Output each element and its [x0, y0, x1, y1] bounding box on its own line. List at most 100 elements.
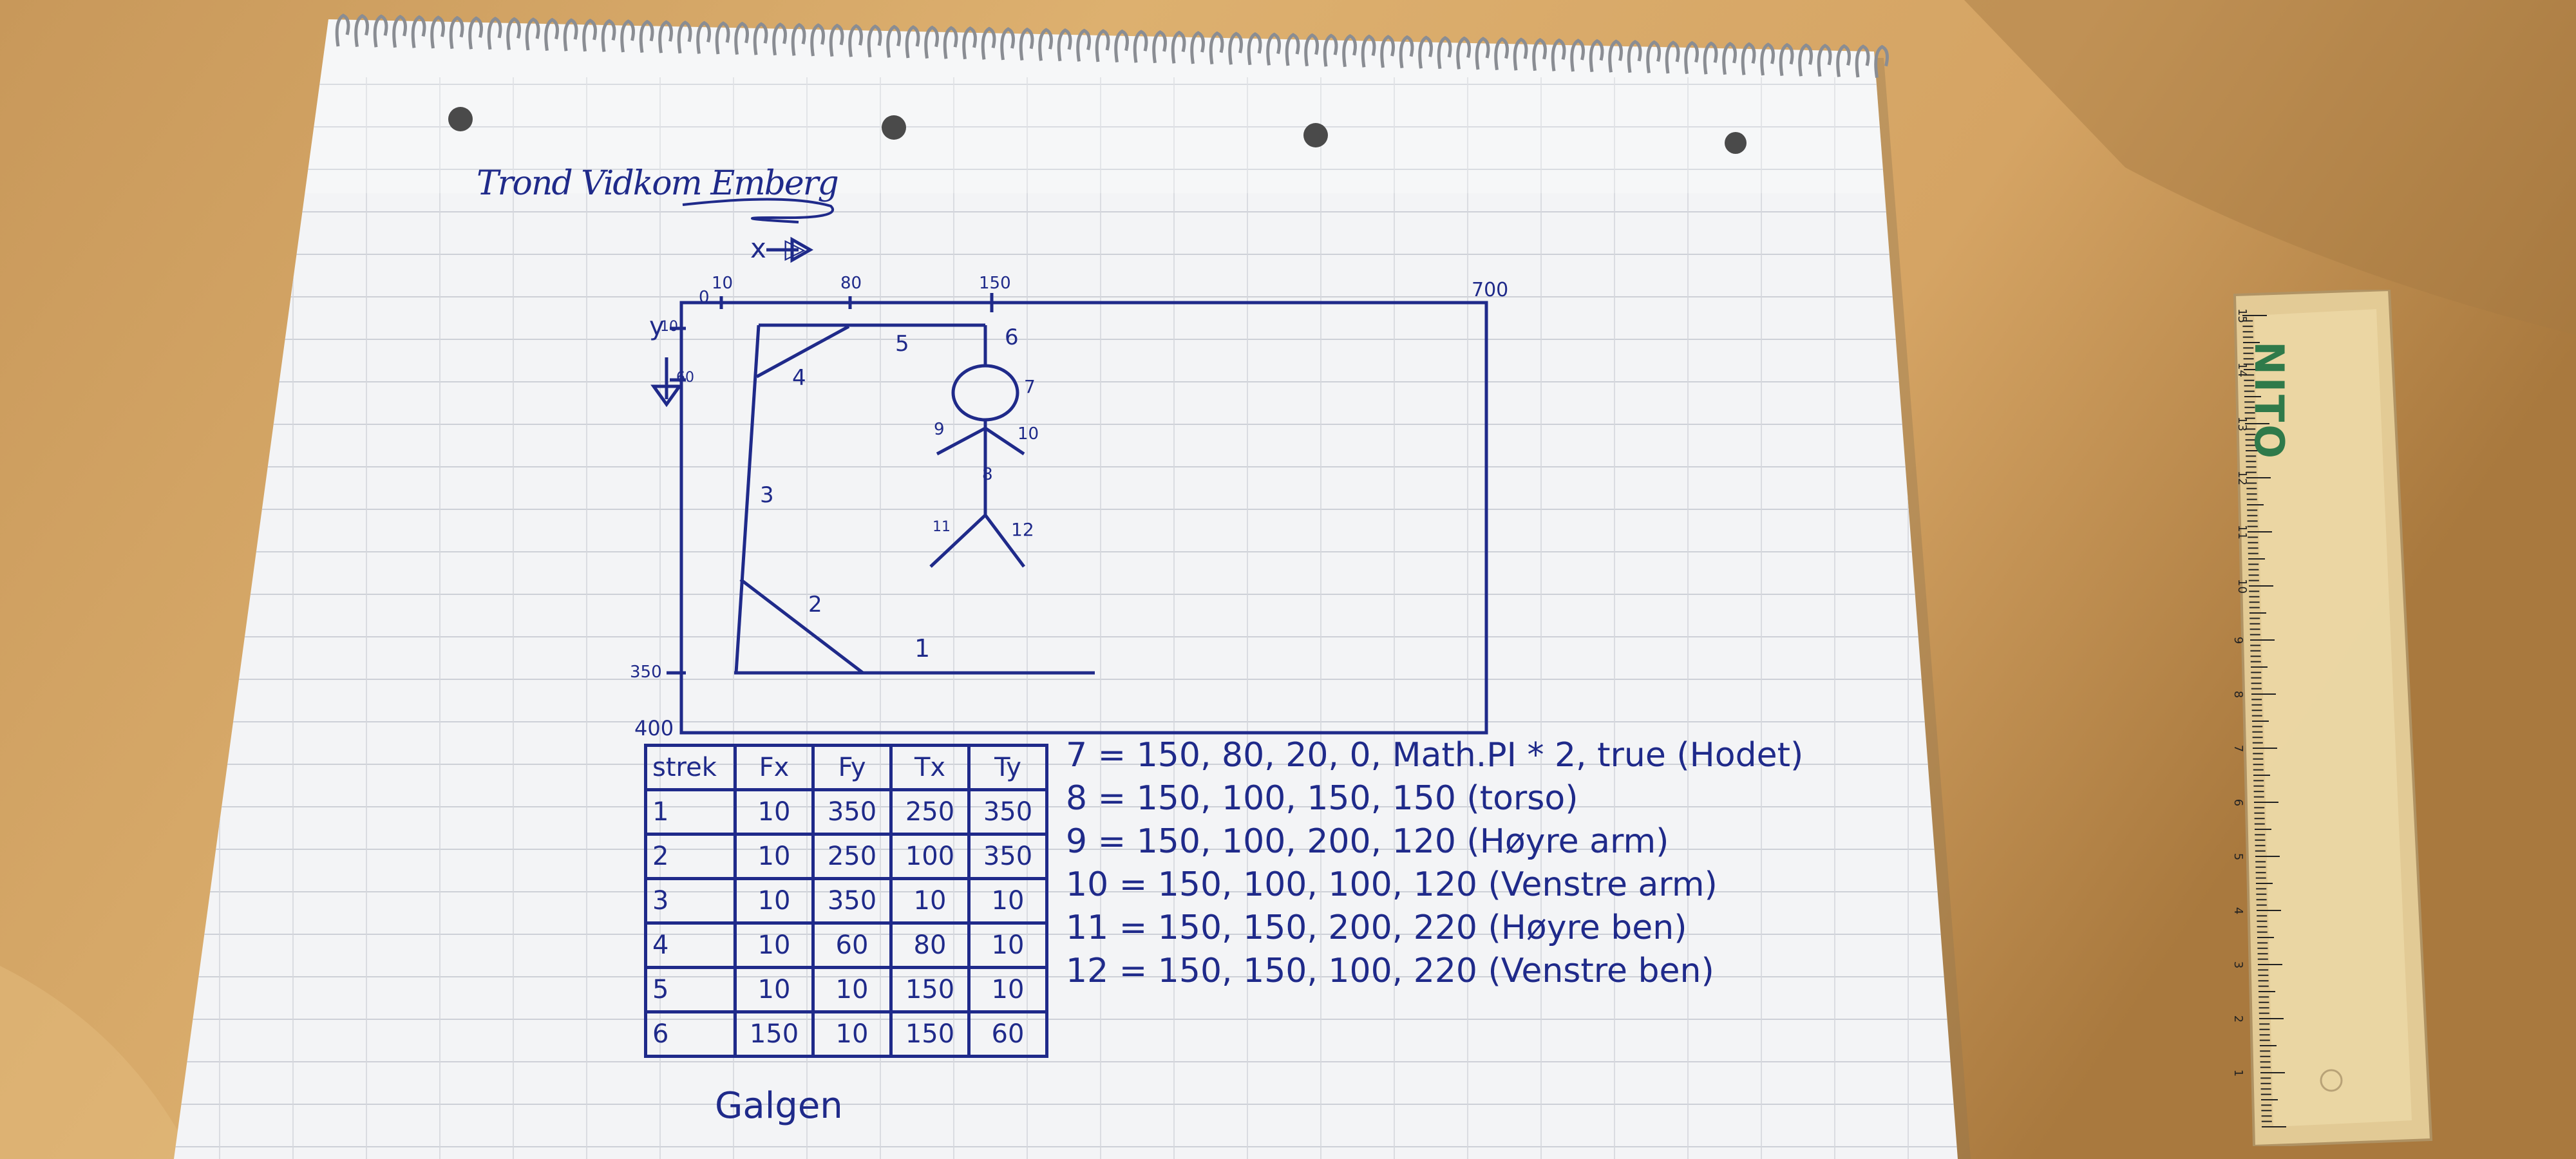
- spiral-coil: [772, 22, 787, 56]
- table-cell: 350: [811, 877, 893, 925]
- punch-holes: [448, 107, 1747, 154]
- spiral-coil: [1836, 44, 1851, 77]
- line-10-arm: [936, 426, 987, 456]
- spiral-coil: [1152, 30, 1167, 64]
- table-cell: 60: [811, 921, 893, 969]
- spiral-coil: [1133, 30, 1148, 63]
- table-row: 2 10 250 100 350: [644, 833, 1048, 880]
- origin-label: 0: [699, 288, 710, 307]
- table-cell: 10: [734, 877, 815, 925]
- spiral-coil: [1076, 28, 1091, 62]
- spiral-coil: [468, 16, 483, 50]
- label-5: 5: [895, 331, 909, 357]
- table-cell: 350: [967, 833, 1048, 880]
- table-cell: 250: [889, 788, 971, 836]
- spiral-coil: [715, 21, 730, 55]
- table-row: 4 10 60 80 10: [644, 921, 1048, 969]
- spiral-coil: [1361, 34, 1376, 68]
- ruler: [2233, 290, 2433, 1146]
- y-tick-60: 60: [676, 370, 694, 386]
- ruler-number: 1: [2231, 1069, 2246, 1077]
- spiral-coil: [1285, 33, 1300, 66]
- spiral-coil: [601, 19, 616, 52]
- ruler-number: 12: [2235, 471, 2249, 485]
- spiral-coil: [1627, 39, 1642, 73]
- spiral-coil: [829, 23, 844, 57]
- label-10: 10: [1018, 424, 1039, 444]
- spiral-coil: [392, 14, 407, 48]
- canvas-border: [679, 301, 1488, 735]
- spiral-coil: [1342, 33, 1357, 68]
- spiral-coil: [563, 18, 578, 52]
- label-6: 6: [1005, 325, 1019, 350]
- spiral-coil: [582, 18, 597, 52]
- x-axis-label: x -▷: [750, 232, 806, 264]
- table-cell: 10: [811, 966, 893, 1013]
- label-2: 2: [808, 592, 822, 617]
- x-tick-80: 80: [840, 274, 862, 293]
- line-11-leg: [929, 514, 987, 568]
- spiral-coil: [1019, 27, 1034, 61]
- table-row: 1 10 350 250 350: [644, 788, 1048, 836]
- spiral-coil: [677, 20, 692, 54]
- spiral-coil: [1589, 39, 1604, 72]
- spiral-coil: [1247, 32, 1262, 66]
- table-cell: 350: [811, 788, 893, 836]
- spiral-binding: [335, 14, 1889, 78]
- table-cell: 10: [734, 833, 815, 880]
- x-max-label: 700: [1472, 279, 1508, 301]
- spiral-coil: [791, 23, 806, 56]
- spiral-coil: [696, 21, 711, 54]
- table-cell: 350: [967, 788, 1048, 836]
- label-8: 8: [982, 465, 993, 484]
- spiral-coil: [1703, 41, 1718, 75]
- spiral-coil: [1437, 35, 1452, 70]
- ruler-number: 15: [2235, 308, 2249, 323]
- spiral-coil: [905, 25, 920, 59]
- line-table-wrap: strek Fx Fy Tx Ty 1 10 350 250 350 2 10 …: [644, 744, 1048, 1058]
- spiral-coil: [354, 14, 369, 47]
- table-cell: 10: [734, 966, 815, 1013]
- spiral-coil: [1646, 40, 1661, 73]
- spiral-coil: [525, 17, 540, 51]
- table-cell: 150: [734, 1010, 815, 1058]
- line-3: [734, 325, 761, 674]
- table-cell: 10: [967, 966, 1048, 1013]
- x-tick-10: 10: [712, 274, 733, 293]
- spiral-coil: [449, 15, 464, 49]
- ruler-number: 3: [2231, 961, 2246, 969]
- spiral-coil: [1057, 28, 1072, 62]
- spiral-coil: [1171, 30, 1186, 64]
- header-fx: Fx: [734, 744, 815, 791]
- header-ty: Ty: [967, 744, 1048, 791]
- code-notes: 7 = 150, 80, 20, 0, Math.PI * 2, true (H…: [1066, 734, 1803, 993]
- table-cell: 10: [811, 1010, 893, 1058]
- ruler-number: 5: [2231, 853, 2246, 861]
- table-cell: 6: [644, 1010, 737, 1058]
- ruler-number: 2: [2231, 1015, 2246, 1023]
- table-row: 6 150 10 150 60: [644, 1010, 1048, 1058]
- header-strek: strek: [644, 744, 737, 791]
- ruler-number: 14: [2235, 363, 2249, 377]
- table-cell: 10: [734, 788, 815, 836]
- line-4: [755, 325, 850, 379]
- spiral-coil: [1095, 29, 1110, 62]
- spiral-coil: [373, 14, 388, 48]
- spiral-coil: [1722, 41, 1737, 75]
- ruler-number: 7: [2231, 744, 2246, 753]
- spiral-coil: [639, 19, 654, 53]
- table-header-row: strek Fx Fy Tx Ty: [644, 744, 1048, 791]
- spiral-coil: [1684, 41, 1699, 74]
- spiral-coil: [734, 21, 749, 55]
- label-3: 3: [760, 482, 774, 508]
- spiral-coil: [1380, 35, 1395, 68]
- spiral-coil: [506, 17, 521, 50]
- table-cell: 80: [889, 921, 971, 969]
- table-cell: 3: [644, 877, 737, 925]
- spiral-coil: [981, 26, 996, 60]
- ruler-number: 8: [2231, 690, 2246, 699]
- spiral-coil: [1817, 43, 1832, 77]
- spiral-coil: [1304, 33, 1319, 66]
- y-tick-10: 10: [660, 319, 678, 335]
- spiral-coil: [1000, 27, 1015, 61]
